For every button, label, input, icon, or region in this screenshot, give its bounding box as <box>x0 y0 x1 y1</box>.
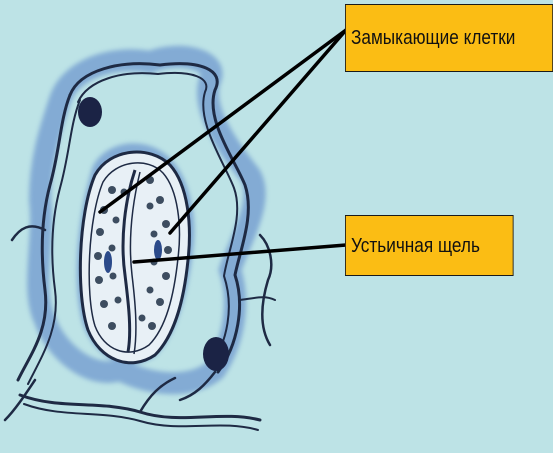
guard-cells-label: Замыкающие клетки <box>345 4 553 72</box>
stomatal-pore-label: Устьичная щель <box>345 215 514 276</box>
epidermal-nucleus-bottom <box>203 337 229 371</box>
epidermal-nucleus-top <box>78 97 102 127</box>
